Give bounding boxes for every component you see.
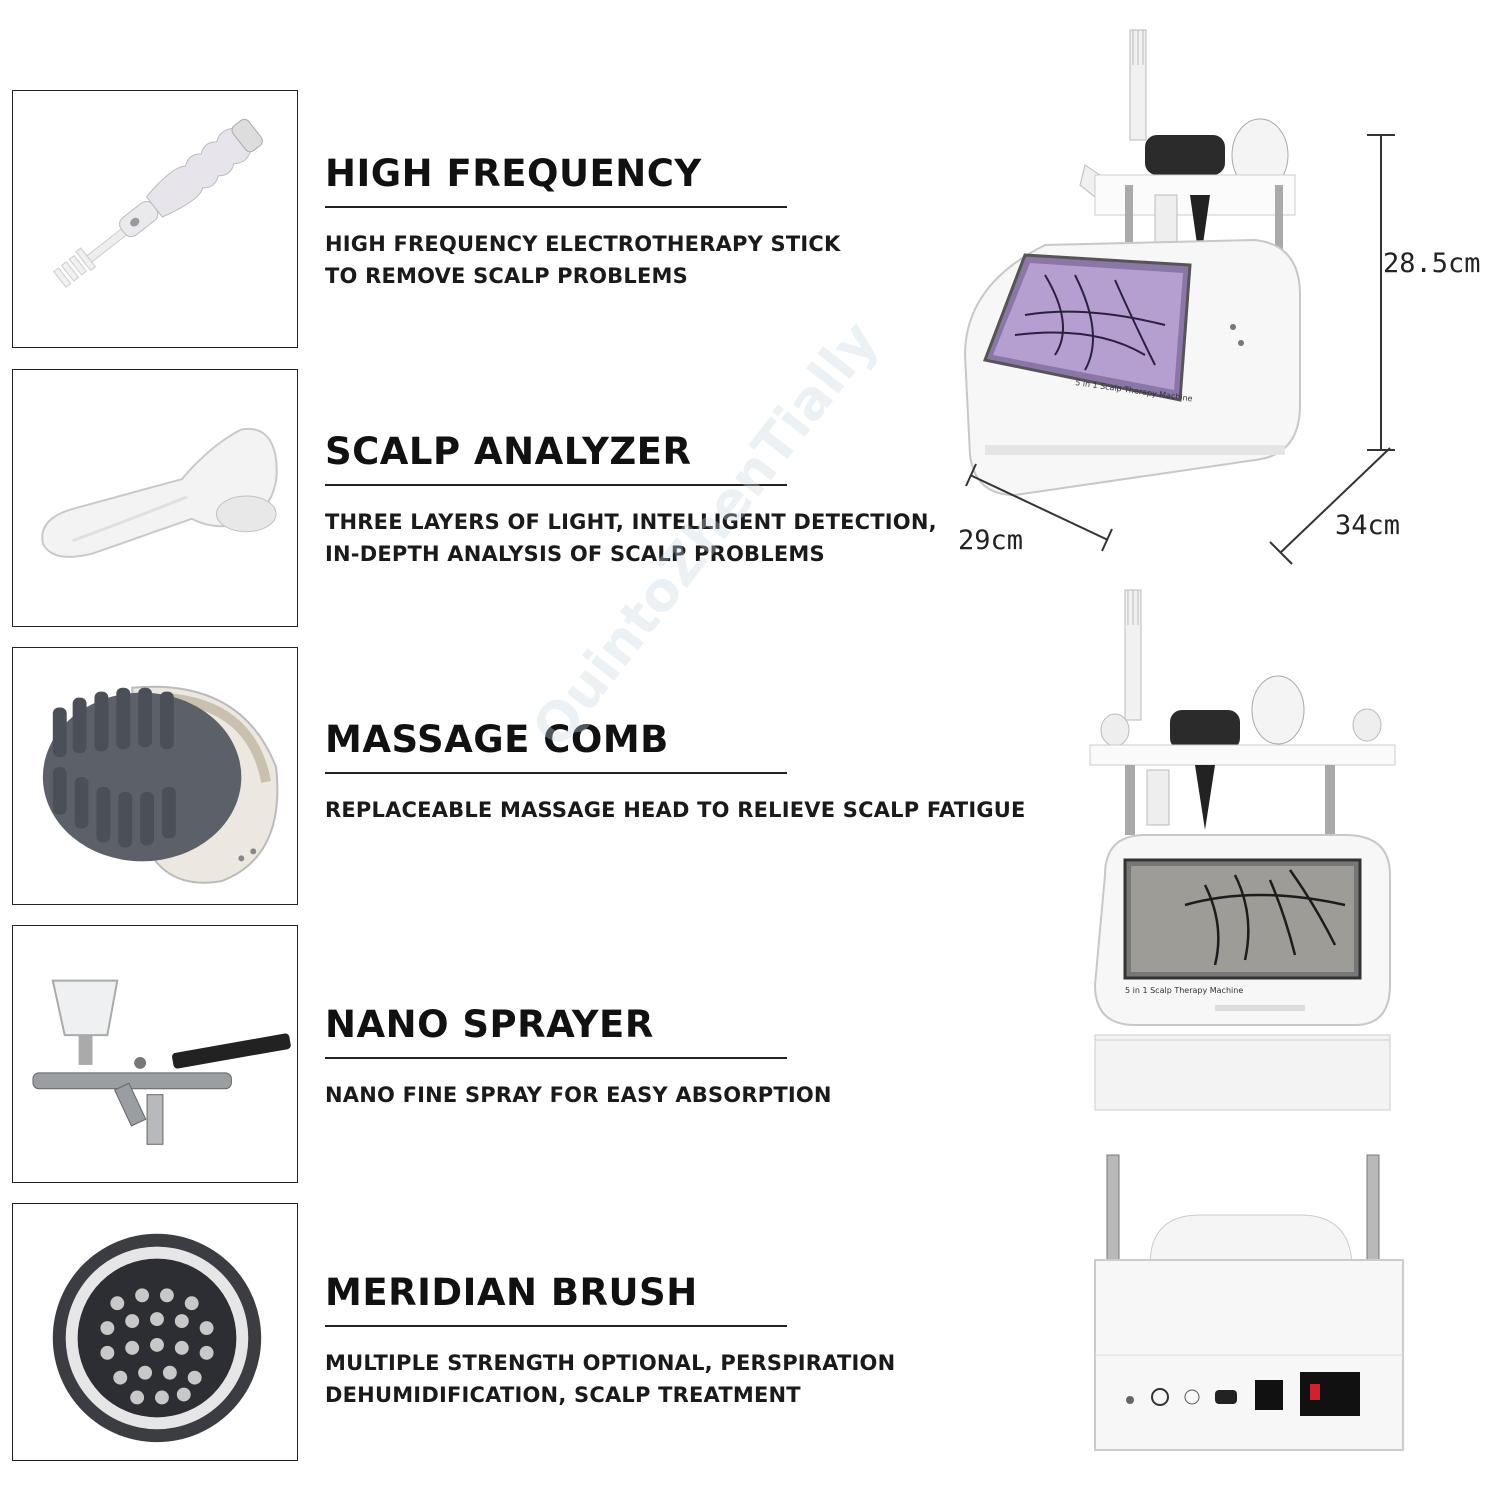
- desc-line: REPLACEABLE MASSAGE HEAD TO RELIEVE SCAL…: [325, 798, 1026, 822]
- divider: [325, 484, 787, 486]
- feature-description: MULTIPLE STRENGTH OPTIONAL, PERSPIRATION…: [325, 1347, 1045, 1411]
- desc-line: NANO FINE SPRAY FOR EASY ABSORPTION: [325, 1083, 832, 1107]
- feature-title: MASSAGE COMB: [325, 718, 669, 761]
- divider: [325, 1325, 787, 1327]
- divider: [325, 772, 787, 774]
- depth-dimension: 34cm: [1335, 510, 1401, 541]
- machine-back-view: [1090, 1150, 1410, 1470]
- feature-description: HIGH FREQUENCY ELECTROTHERAPY STICK TO R…: [325, 228, 1045, 292]
- feature-meridian-brush: MERIDIAN BRUSH MULTIPLE STRENGTH OPTIONA…: [325, 1271, 1045, 1411]
- machine-angled-view: 5 in 1 Scalp Therapy Machine: [955, 25, 1315, 525]
- feature-massage-comb: MASSAGE COMB REPLACEABLE MASSAGE HEAD TO…: [325, 718, 1045, 826]
- dimension-lines: [965, 134, 1395, 565]
- feature-description: REPLACEABLE MASSAGE HEAD TO RELIEVE SCAL…: [325, 794, 1045, 826]
- desc-line: HIGH FREQUENCY ELECTROTHERAPY STICK: [325, 232, 841, 256]
- divider: [325, 1057, 787, 1059]
- nano-sprayer-image: [12, 925, 298, 1183]
- width-dimension: 29cm: [958, 525, 1024, 556]
- desc-line: DEHUMIDIFICATION, SCALP TREATMENT: [325, 1383, 801, 1407]
- massage-comb-image: [12, 647, 298, 905]
- high-frequency-wand-image: [12, 90, 298, 348]
- desc-line: MULTIPLE STRENGTH OPTIONAL, PERSPIRATION: [325, 1351, 896, 1375]
- feature-description: THREE LAYERS OF LIGHT, INTELLIGENT DETEC…: [325, 506, 1045, 570]
- desc-line: THREE LAYERS OF LIGHT, INTELLIGENT DETEC…: [325, 510, 937, 534]
- feature-title: NANO SPRAYER: [325, 1003, 654, 1046]
- divider: [325, 206, 787, 208]
- height-dimension: 28.5cm: [1383, 248, 1481, 279]
- feature-nano-sprayer: NANO SPRAYER NANO FINE SPRAY FOR EASY AB…: [325, 1003, 1045, 1111]
- screen-label: 5 in 1 Scalp Therapy Machine: [1125, 986, 1243, 995]
- feature-title: HIGH FREQUENCY: [325, 152, 702, 195]
- feature-title: MERIDIAN BRUSH: [325, 1271, 698, 1314]
- meridian-brush-image: [12, 1203, 298, 1461]
- feature-high-frequency: HIGH FREQUENCY HIGH FREQUENCY ELECTROTHE…: [325, 152, 1045, 292]
- desc-line: IN-DEPTH ANALYSIS OF SCALP PROBLEMS: [325, 542, 825, 566]
- machine-front-view: 5 in 1 Scalp Therapy Machine: [1085, 585, 1405, 1115]
- feature-scalp-analyzer: SCALP ANALYZER THREE LAYERS OF LIGHT, IN…: [325, 430, 1045, 570]
- feature-description: NANO FINE SPRAY FOR EASY ABSORPTION: [325, 1079, 1045, 1111]
- scalp-analyzer-image: [12, 369, 298, 627]
- desc-line: TO REMOVE SCALP PROBLEMS: [325, 264, 688, 288]
- feature-title: SCALP ANALYZER: [325, 430, 692, 473]
